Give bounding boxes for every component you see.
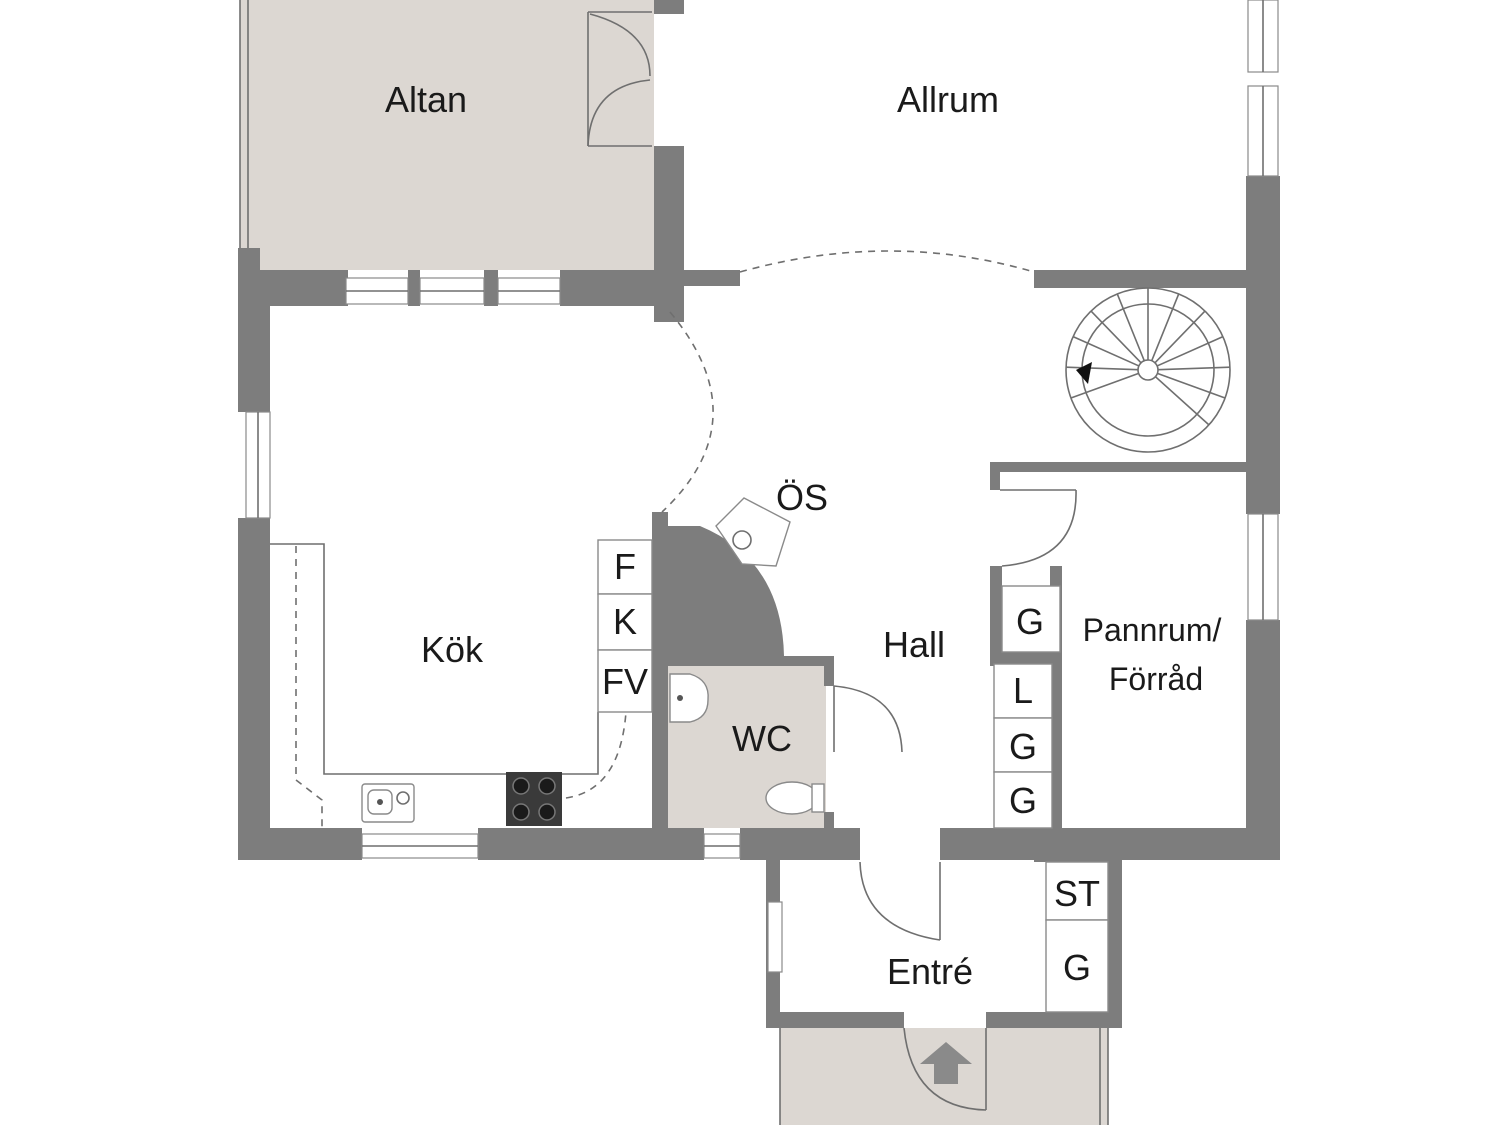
spiral-stair-icon [1065,287,1231,453]
freezer-label: F [614,546,636,587]
closet-label-g2: G [1009,726,1037,767]
closet-label-st: ST [1054,873,1100,914]
stair-step [1157,366,1230,371]
stair-step [1151,293,1180,362]
washbasin-icon [669,673,709,723]
room-label-forrad: Förråd [1109,661,1203,697]
room-label-allrum: Allrum [897,79,999,120]
fridge-label: K [613,601,637,642]
stair-step [1066,366,1139,371]
terrace-area [239,0,654,270]
room-label-entre: Entré [887,951,973,992]
kitchen-appliances [597,539,653,713]
closet-label-g3: G [1009,780,1037,821]
closet-label-l: L [1013,670,1033,711]
room-label-pannrum: Pannrum/ [1083,612,1222,648]
stair-step [1156,335,1224,367]
stair-step [1116,293,1145,362]
closet-label-g1: G [1016,601,1044,642]
stove-icon [506,772,562,826]
stair-step [1154,310,1206,364]
entrance-arrow-icon [920,1042,972,1084]
stair-step [1070,372,1139,399]
stair-step [1157,372,1226,399]
hall-closets [993,585,1061,829]
stair-step [1072,335,1140,367]
kitchen-counter [270,543,627,828]
fan-label: FV [602,661,648,702]
fireplace-label: ÖS [776,477,828,518]
stair-step [1154,376,1210,426]
sink-icon [361,783,415,823]
toilet-icon [765,781,825,815]
room-label-hall: Hall [883,624,945,665]
windows [245,0,1279,973]
room-label-wc: WC [732,718,792,759]
stair-step [1090,310,1142,364]
walls [238,0,1280,1028]
doors [587,11,1077,1111]
room-label-kok: Kök [421,629,484,670]
fireplace-icon [715,497,791,567]
entre-closets [1045,861,1109,1013]
closet-label-g4: G [1063,947,1091,988]
room-label-altan: Altan [385,79,467,120]
